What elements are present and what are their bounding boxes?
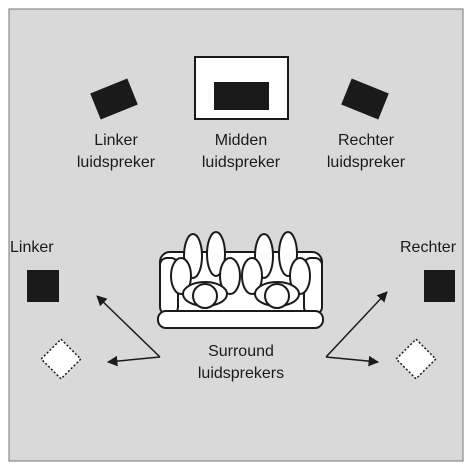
side-left-label-text: Linker: [10, 239, 54, 256]
surround-right-speaker: [395, 338, 437, 380]
surround-label-line2: luidsprekers: [197, 365, 285, 382]
surround-speakers-label: Surround luidsprekers: [178, 341, 304, 385]
front-right-label-line2: luidspreker: [326, 154, 406, 171]
surround-label-line1: Surround: [208, 343, 274, 360]
arrow-icon-right-up: [325, 291, 388, 358]
side-right-label-text: Rechter: [400, 239, 457, 256]
front-right-speaker-label: Rechter luidspreker: [318, 130, 414, 174]
television-icon: [194, 56, 289, 120]
arrow-icon-right-down: [325, 355, 380, 367]
arrow-icon-left-up: [96, 295, 161, 358]
front-left-speaker: [90, 78, 138, 120]
front-left-label-line1: Linker: [94, 132, 138, 149]
front-right-label-line1: Rechter: [337, 132, 395, 149]
side-left-speaker-label: Linker: [10, 237, 68, 259]
center-speaker: [214, 82, 269, 110]
center-speaker-label: Midden luidspreker: [193, 130, 289, 174]
surround-left-speaker: [40, 338, 82, 380]
side-right-speaker: [424, 270, 455, 302]
center-label-line2: luidspreker: [201, 154, 281, 171]
side-left-speaker: [27, 270, 59, 302]
surround-arrows: [96, 291, 388, 367]
center-label-line1: Midden: [214, 132, 268, 149]
arrow-icon-left-down: [106, 355, 161, 367]
front-left-speaker-label: Linker luidspreker: [68, 130, 164, 174]
sofa-with-listeners-icon: [157, 231, 324, 329]
front-right-speaker: [341, 78, 389, 120]
front-left-label-line2: luidspreker: [76, 154, 156, 171]
side-right-speaker-label: Rechter: [400, 237, 466, 259]
